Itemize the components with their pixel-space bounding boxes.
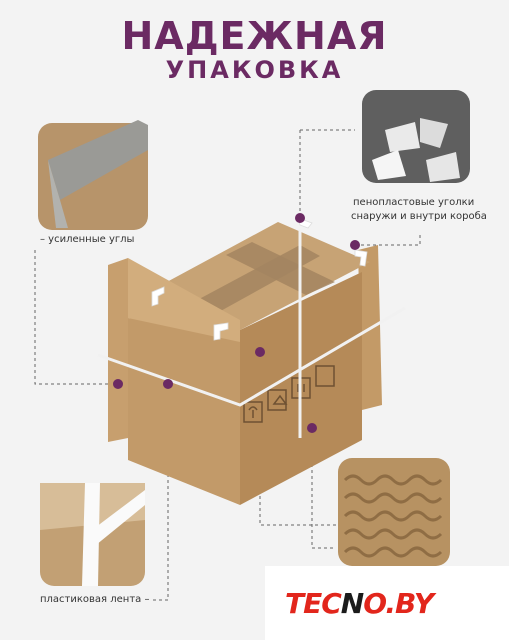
plastic-strap <box>97 230 406 438</box>
brand-logo: TECNO.BY <box>285 587 434 620</box>
headline: НАДЕЖНАЯ <box>121 14 388 58</box>
caption-foam-2: снаружи и внутри короба <box>351 211 487 222</box>
caption-corners: – усиленные углы <box>40 234 135 245</box>
foam-corner-markers <box>151 217 368 341</box>
photo-corrugated-cardboard <box>338 458 450 566</box>
photo-foam-corners <box>362 90 470 183</box>
logo-part-1: TEC <box>285 587 342 620</box>
caption-tape: пластиковая лента – <box>40 594 150 605</box>
handling-icons <box>243 365 335 423</box>
logo-part-2: N <box>340 587 364 620</box>
tape-strip-top-2 <box>188 245 320 318</box>
caption-foam: пенопластовые уголки <box>353 197 475 208</box>
logo-background <box>265 566 509 640</box>
guide-line-corners <box>34 250 118 385</box>
box-front-left <box>128 318 240 505</box>
guide-line-cardboard <box>259 352 336 526</box>
logo-part-3: O.BY <box>363 587 434 620</box>
front-flap <box>128 258 240 342</box>
guide-line-foam-right <box>355 235 421 246</box>
marker-dots <box>113 213 360 433</box>
subheadline: УПАКОВКА <box>165 56 344 84</box>
left-back-flap <box>108 258 128 442</box>
photo-corner-profile <box>38 120 148 230</box>
photo-plastic-tape <box>40 483 145 586</box>
